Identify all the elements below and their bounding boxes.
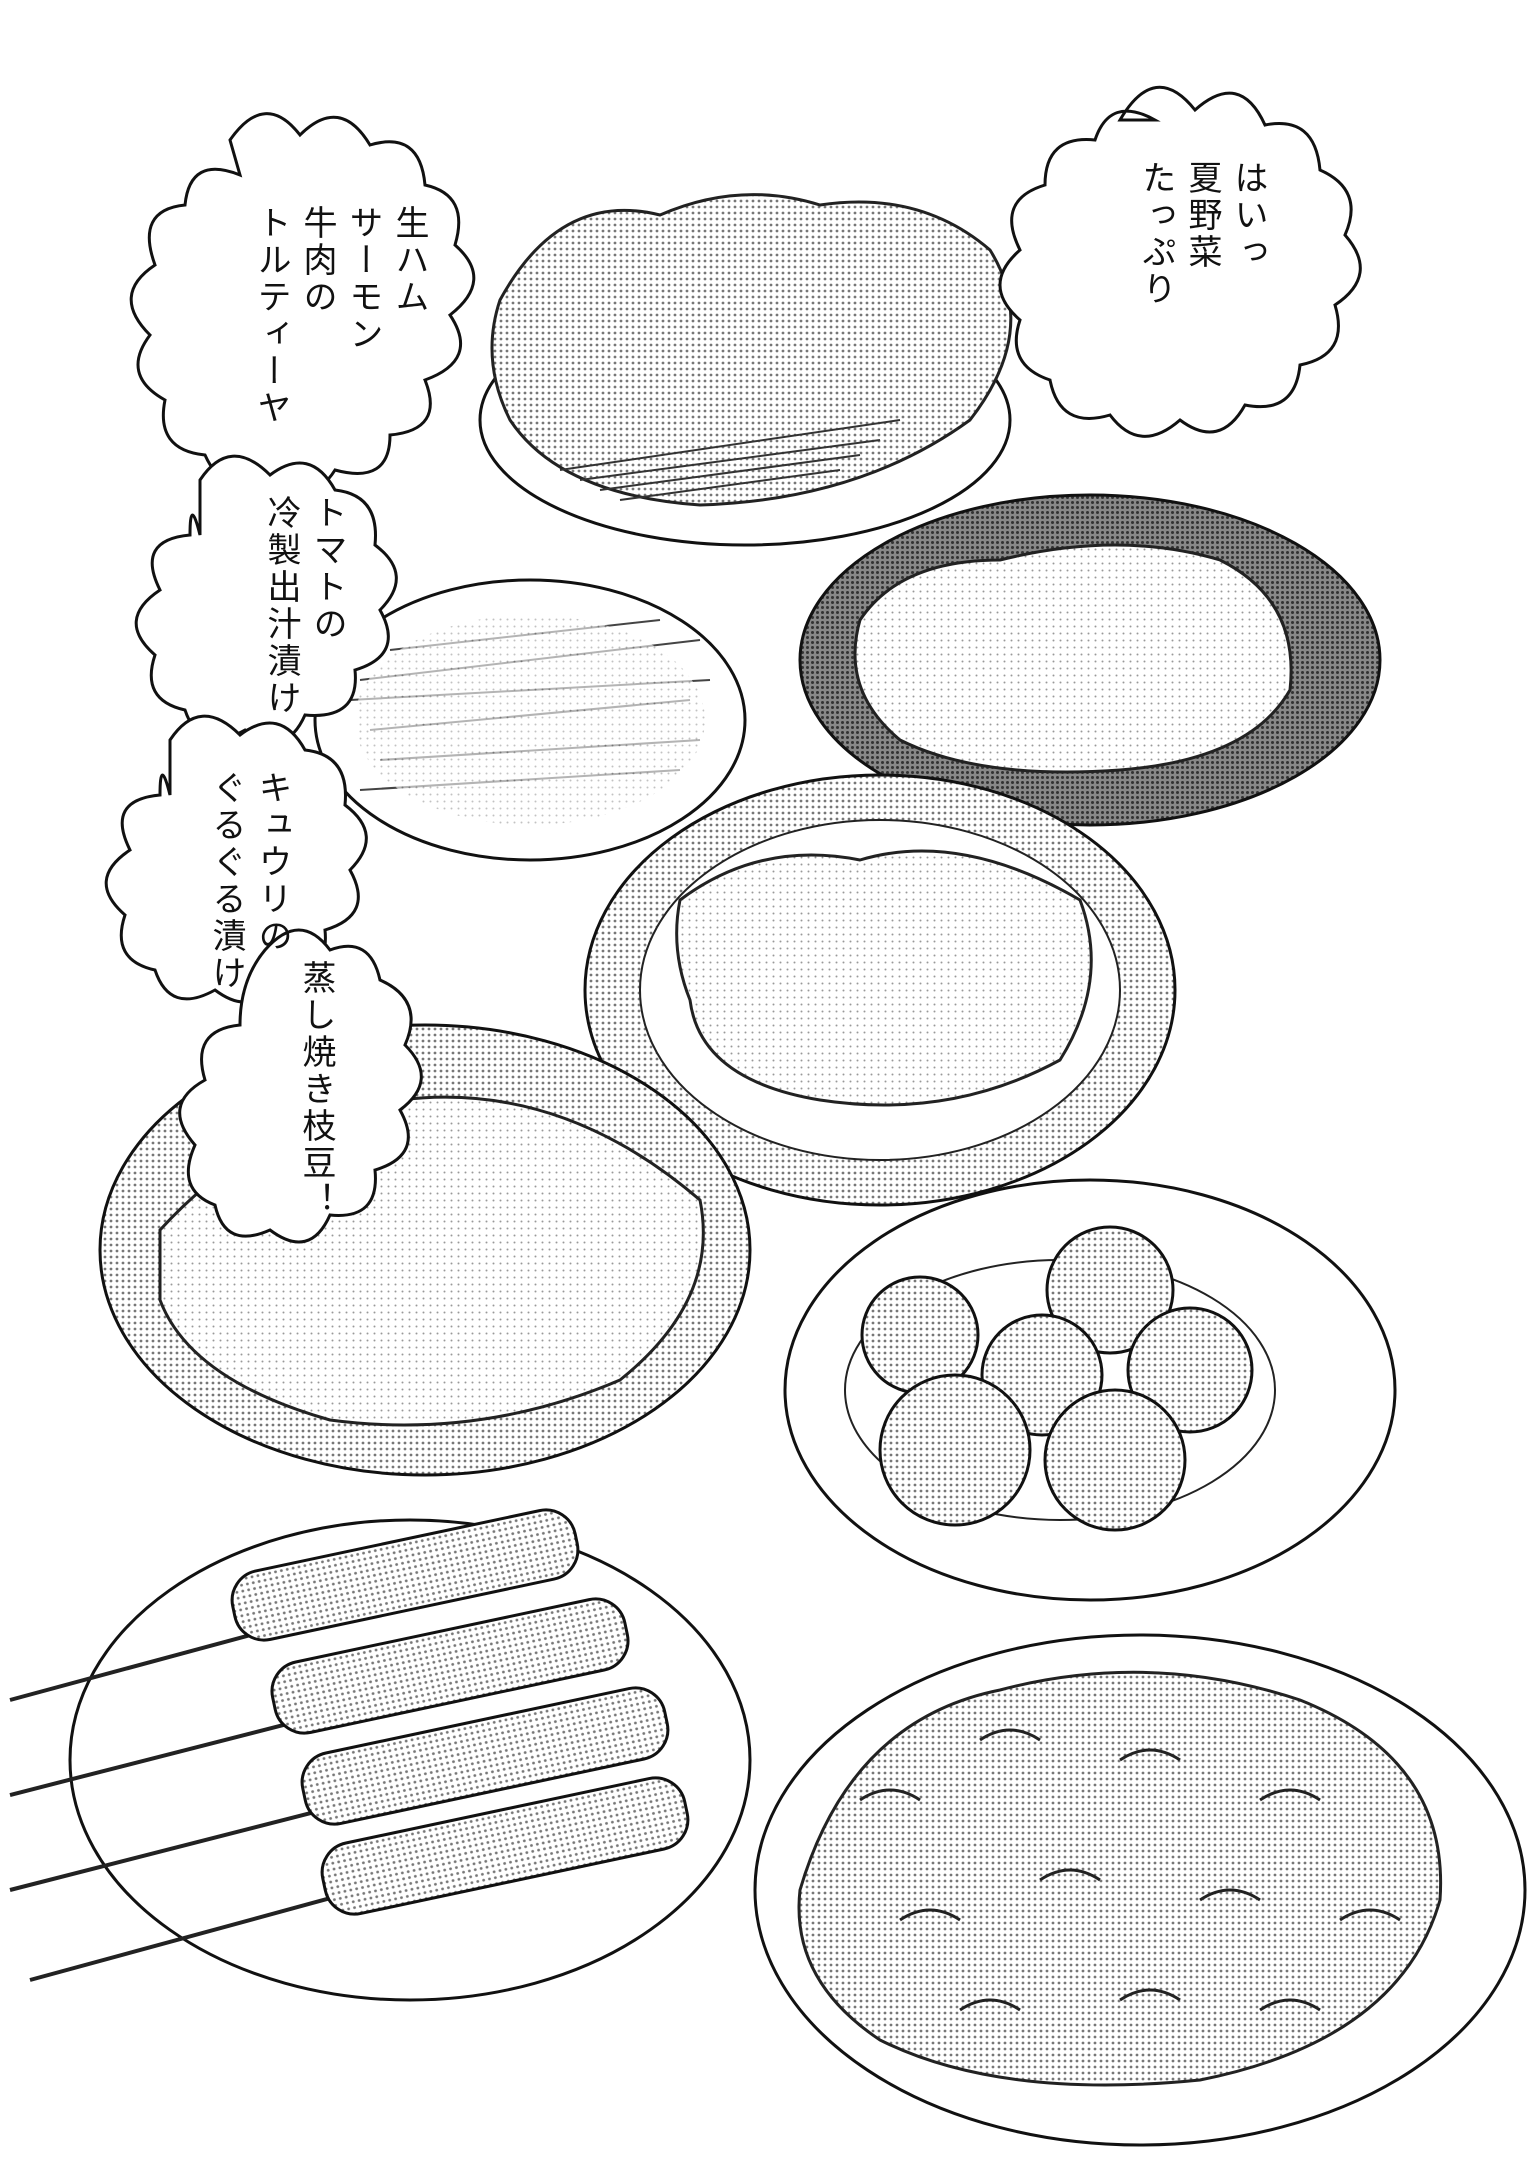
speech-bubble-shape-3 (134, 454, 398, 744)
bubble-1-line-3: たっぷり (1136, 160, 1176, 308)
speech-bubble-shape-5 (178, 928, 423, 1244)
bubble-2-line-1: 生ハム (389, 205, 429, 316)
speech-bubble-2: 生ハム サーモン 牛肉の トルティーヤ (245, 205, 429, 427)
speech-bubble-1: はいっ 夏野菜 たっぷり (1130, 160, 1268, 308)
bubble-4-line-1: キュウリの (252, 770, 292, 955)
bubble-1-line-2: 夏野菜 (1182, 160, 1222, 271)
speech-bubble-3: トマトの 冷製出汁漬け (255, 495, 347, 717)
edamame-plate (753, 1633, 1527, 2147)
speech-bubble-5: 蒸し焼き枝豆！ (290, 960, 336, 1219)
cucumber-skewer-plate (9, 1508, 752, 2002)
roast-meat-plate (583, 773, 1177, 1207)
speech-bubble-4: キュウリの ぐるぐる漬け (200, 770, 292, 992)
bubble-2-line-2: サーモン (343, 205, 383, 353)
bubble-4-line-2: ぐるぐる漬け (206, 770, 246, 992)
bubble-2-line-3: 牛肉の (297, 205, 337, 316)
speech-bubble-shape-2 (129, 112, 476, 493)
bubble-5-line-1: 蒸し焼き枝豆！ (296, 960, 336, 1219)
bubble-2-line-4: トルティーヤ (251, 205, 291, 427)
speech-bubble-shape-1 (998, 85, 1362, 438)
sliced-beef-plate (798, 493, 1382, 827)
tomato-plate (783, 1178, 1397, 1602)
salad-plate (478, 193, 1013, 547)
bubble-1-line-1: はいっ (1228, 160, 1268, 271)
julienne-vegetable-plate (313, 578, 747, 862)
bubble-3-line-2: 冷製出汁漬け (261, 495, 301, 717)
bubble-3-line-1: トマトの (307, 495, 347, 643)
